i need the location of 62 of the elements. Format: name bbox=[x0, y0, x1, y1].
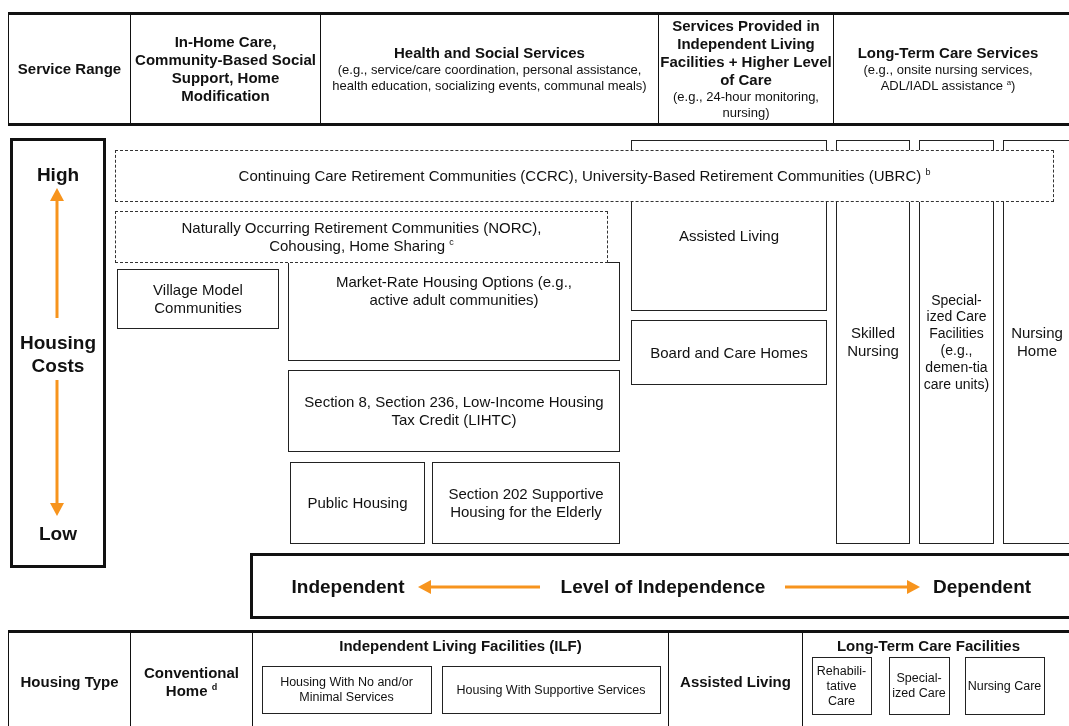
table-cell bbox=[8, 12, 130, 126]
table-cell bbox=[802, 630, 1069, 726]
box-label: Skilled Nursing bbox=[846, 324, 900, 360]
scale-label: Level of Independence bbox=[560, 575, 766, 599]
category-box bbox=[441, 666, 661, 714]
row-heading: Service Range bbox=[17, 60, 122, 78]
scale-panel bbox=[250, 553, 1069, 619]
column-description: (e.g., 24-hour monitoring, nursing) bbox=[672, 89, 820, 121]
box-label: Assisted Living bbox=[678, 227, 780, 245]
box-label: Housing With Supportive Services bbox=[456, 682, 646, 698]
category-box bbox=[888, 657, 950, 715]
table-cell bbox=[130, 630, 252, 726]
column-heading: Independent Living Facilities (ILF) bbox=[339, 637, 582, 655]
scale-label: Dependent bbox=[932, 575, 1032, 599]
column-heading: Conventional Home $^{d}$ bbox=[143, 663, 240, 700]
axis-label: High bbox=[35, 163, 81, 187]
box-label: Nursing Home bbox=[1010, 324, 1064, 360]
box-label: Nursing Care bbox=[967, 678, 1042, 694]
box-label: Special-ized Care Facilities (e.g., demen-tia care units) bbox=[922, 291, 991, 393]
housing-option-box bbox=[117, 269, 279, 329]
category-box bbox=[261, 666, 432, 714]
box-label: Special-ized Care bbox=[891, 671, 947, 701]
box-label: Section 8, Section 236, Low-Income Housing Tax Credit (LIHTC) bbox=[304, 393, 604, 429]
box-label: Village Model Communities bbox=[152, 281, 244, 317]
box-label: Section 202 Supportive Housing for the Elderly bbox=[447, 485, 605, 521]
table-cell bbox=[658, 12, 833, 126]
box-label: Market-Rate Housing Options (e.g., active adult communities) bbox=[335, 273, 573, 309]
axis-panel bbox=[10, 138, 106, 568]
category-box bbox=[811, 657, 872, 715]
axis-label: Low bbox=[38, 522, 78, 546]
column-description: (e.g., onsite nursing services, ADL/IADL assistance $^{a}$) bbox=[862, 62, 1034, 94]
dashed-box bbox=[115, 150, 1054, 202]
housing-option-box bbox=[288, 262, 620, 361]
housing-option-box bbox=[1003, 140, 1069, 544]
housing-option-box bbox=[432, 462, 620, 544]
table-cell bbox=[320, 12, 658, 126]
box-label: Naturally Occurring Retirement Communities (NORC), Cohousing, Home Sharing $^{c}$ bbox=[180, 219, 543, 255]
box-label: Continuing Care Retirement Communities (CCRC), University-Based Retirement Communities (UBRC) $^{b}$ bbox=[238, 167, 931, 185]
row-heading: Housing Type bbox=[20, 672, 119, 691]
column-heading: Assisted Living bbox=[680, 672, 791, 691]
column-heading: Long-Term Care Services bbox=[857, 44, 1039, 63]
dashed-box bbox=[115, 211, 608, 263]
box-label: Board and Care Homes bbox=[650, 343, 808, 362]
housing-option-box bbox=[288, 370, 620, 452]
column-heading: Services Provided in Independent Living Facilities + Higher Level of Care bbox=[659, 17, 833, 90]
scale-label: Independent bbox=[291, 575, 405, 599]
category-box bbox=[964, 657, 1045, 715]
table-cell bbox=[130, 12, 320, 126]
column-heading: Long-Term Care Facilities bbox=[836, 637, 1021, 655]
table-cell bbox=[668, 630, 802, 726]
axis-label: Housing Costs bbox=[19, 332, 97, 378]
box-label: Public Housing bbox=[307, 494, 408, 512]
table-cell bbox=[8, 630, 130, 726]
housing-option-box bbox=[290, 462, 425, 544]
box-label: Rehabili-tative Care bbox=[815, 663, 868, 709]
housing-option-box bbox=[631, 320, 827, 385]
column-heading: In-Home Care, Community-Based Social Support, Home Modification bbox=[134, 33, 317, 105]
box-label: Housing With No and/or Minimal Services bbox=[279, 675, 414, 705]
table-cell bbox=[833, 12, 1069, 126]
table-cell bbox=[252, 630, 668, 726]
column-heading: Health and Social Services bbox=[394, 44, 585, 63]
column-description: (e.g., service/care coordination, personal assistance, health education, socializing events, communal meals) bbox=[331, 62, 648, 94]
